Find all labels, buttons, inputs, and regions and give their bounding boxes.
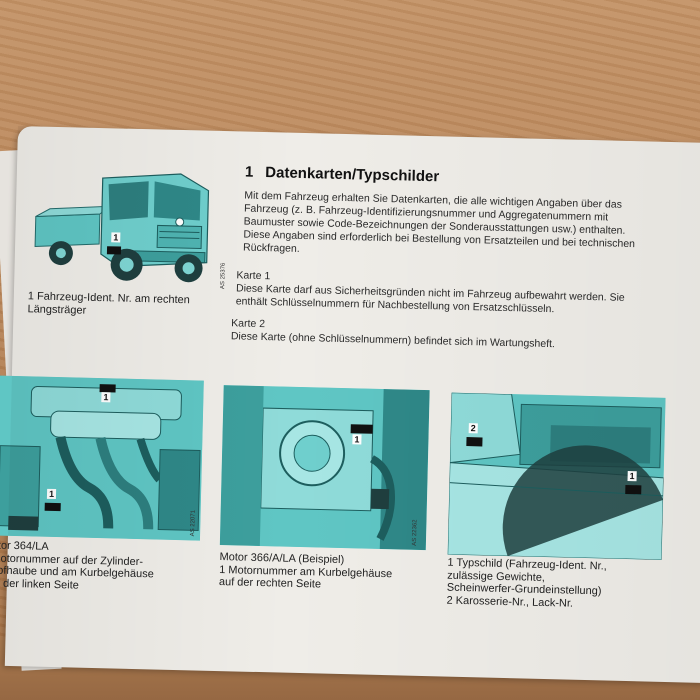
- section-title: Datenkarten/Typschilder: [265, 164, 440, 186]
- cab-caption: 1 Typschild (Fahrzeug-Ident. Nr., zuläss…: [446, 557, 607, 611]
- engine1-caption: otor 364/LA Motornummer auf der Zylinder…: [0, 539, 155, 593]
- section-heading: 1 Datenkarten/Typschilder: [245, 164, 440, 186]
- truck-caption: 1 Fahrzeug-Ident. Nr. am rechten Längstr…: [27, 290, 190, 319]
- engine-366-illustration: 1 AS 22362: [219, 385, 430, 551]
- engine2-caption: Motor 366/A/LA (Beispiel) 1 Motornummer …: [219, 551, 393, 593]
- engine2-figure-code: AS 22362: [411, 519, 419, 546]
- truck-figure-code: AS 25376: [220, 262, 227, 290]
- manual-page: 1 AS 25376 1 Fahrzeug-Ident. Nr. am rech…: [0, 126, 700, 683]
- intro-paragraph: Mit dem Fahrzeug erhalten Sie Datenkarte…: [243, 190, 664, 265]
- cab-marker-1: 1: [627, 471, 637, 482]
- engine1-marker-bottom: 1: [46, 488, 57, 500]
- cab-marker-2: 2: [468, 423, 478, 434]
- truck-marker-1: 1: [111, 232, 121, 243]
- engine-364-illustration: 1 1 AS 22071: [0, 375, 204, 541]
- truck-illustration: 1 AS 25376: [28, 156, 231, 291]
- engine1-figure-code: AS 22071: [190, 509, 197, 537]
- section-number: 1: [244, 163, 254, 181]
- karte1-block: Karte 1 Diese Karte darf aus Sicherheits…: [236, 269, 667, 318]
- karte2-block: Karte 2 Diese Karte (ohne Schlüsselnumme…: [231, 317, 662, 353]
- engine2-marker: 1: [352, 434, 362, 445]
- engine1-marker-top: 1: [101, 392, 111, 403]
- cab-illustration: 2 1: [447, 392, 666, 560]
